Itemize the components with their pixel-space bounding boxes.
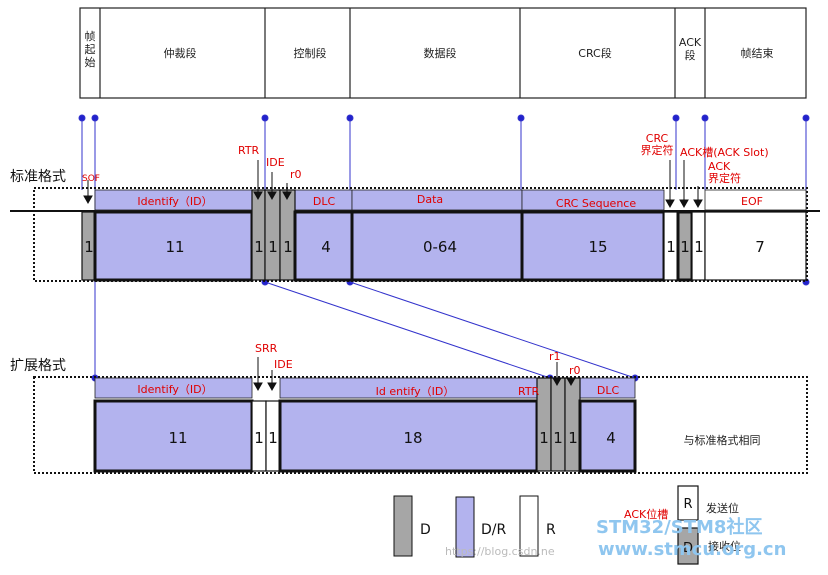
legend-d-swatch [393,495,413,557]
ext-field-identify1: Identify（ID） [137,383,212,396]
std-rtr-bit [251,189,266,281]
std-label-sof: SOF [82,174,100,184]
std-bits-ack: 1 [680,238,690,256]
legend-r-swatch [519,495,539,557]
ext-r1-bit [550,377,566,472]
std-bits-data: 0-64 [423,238,457,256]
std-bits-dlc: 4 [321,238,331,256]
legend-send-box-label: R [683,497,692,512]
std-bits-rtr: 1 [254,238,264,256]
watermark-line1: STM32/STM8社区 [596,516,762,538]
ext-bits-r0: 1 [568,429,578,447]
ext-bits-id2: 18 [403,429,422,447]
segment-crc: CRC段 [578,46,611,60]
std-bits-crc: 15 [588,238,607,256]
ext-label-ide: IDE [274,358,293,371]
legend-recv-box [677,527,699,565]
std-field-dlc: DLC [313,195,336,208]
legend-dr-swatch [455,496,475,558]
std-bits-crc-delim: 1 [666,238,676,256]
std-field-eof: EOF [741,195,763,208]
ext-field-identify2: Id entify（ID） [376,385,455,398]
std-label-ack-slot: ACK槽(ACK Slot) [680,146,769,159]
watermark-url: https://blog.csdn.ne [445,545,555,558]
std-bits-eof: 7 [755,238,765,256]
std-eof-bits [704,211,807,281]
ext-r0-bit [564,377,581,472]
standard-format: 标准格式 Identify（ID） DLC Data CRC Sequence … [10,132,820,282]
legend-recv-box-label: D [683,541,693,556]
std-field-crc-seq: CRC Sequence [556,197,636,210]
legend-send-box [677,485,699,521]
std-ide-bit [264,189,281,281]
std-bits-ack-delim: 1 [694,238,704,256]
std-r0-bit [279,189,296,281]
ext-label-srr: SRR [255,342,278,355]
std-bits-ide: 1 [268,238,278,256]
segment-data: 数据段 [424,46,457,60]
ext-bits-rtr: 1 [539,429,549,447]
ext-dlc-bits [578,399,637,473]
segment-eof: 帧结束 [741,46,774,60]
segment-sof: 帧起始 [85,29,96,69]
segment-control: 控制段 [294,46,327,60]
std-label-r0: r0 [290,168,302,181]
standard-title: 标准格式 [10,169,66,185]
std-bits-sof: 1 [84,238,94,256]
std-label-rtr: RTR [238,144,260,157]
segment-arbitration: 仲裁段 [164,46,197,60]
ext-label-r1: r1 [549,350,561,363]
legend-d-label: D [420,522,431,538]
ext-label-rtr: RTR [518,385,540,398]
ext-field-dlc: DLC [597,384,620,397]
watermark-line2: www.stmcu.org.cn [598,539,786,560]
legend: D D/R R ACK位槽 R D 发送位 接收位 [393,485,741,565]
std-bits-id: 11 [165,238,184,256]
ext-bits-ide: 1 [268,429,278,447]
std-bits-r0: 1 [283,238,293,256]
legend-recv-label: 接收位 [708,539,741,553]
legend-ack-pos: ACK位槽 [624,507,668,521]
std-field-identify: Identify（ID） [137,195,212,208]
extended-title: 扩展格式 [10,358,66,374]
ext-same-as-standard: 与标准格式相同 [684,433,761,447]
legend-r-label: R [546,522,556,538]
legend-send-label: 发送位 [706,501,739,515]
watermark: STM32/STM8社区 www.stmcu.org.cn https://bl… [445,516,786,560]
ext-bits-id1: 11 [168,429,187,447]
extended-format: 扩展格式 Identify（ID） Id entify（ID） DLC 11 1… [10,342,808,474]
ext-bits-dlc: 4 [606,429,616,447]
std-field-data: Data [417,193,443,206]
ext-bits-srr: 1 [254,429,264,447]
std-label-ide: IDE [266,156,285,169]
ext-bits-r1: 1 [553,429,563,447]
ext-label-r0: r0 [569,364,581,377]
ext-id2-bits [278,399,539,473]
legend-dr-label: D/R [481,522,506,538]
